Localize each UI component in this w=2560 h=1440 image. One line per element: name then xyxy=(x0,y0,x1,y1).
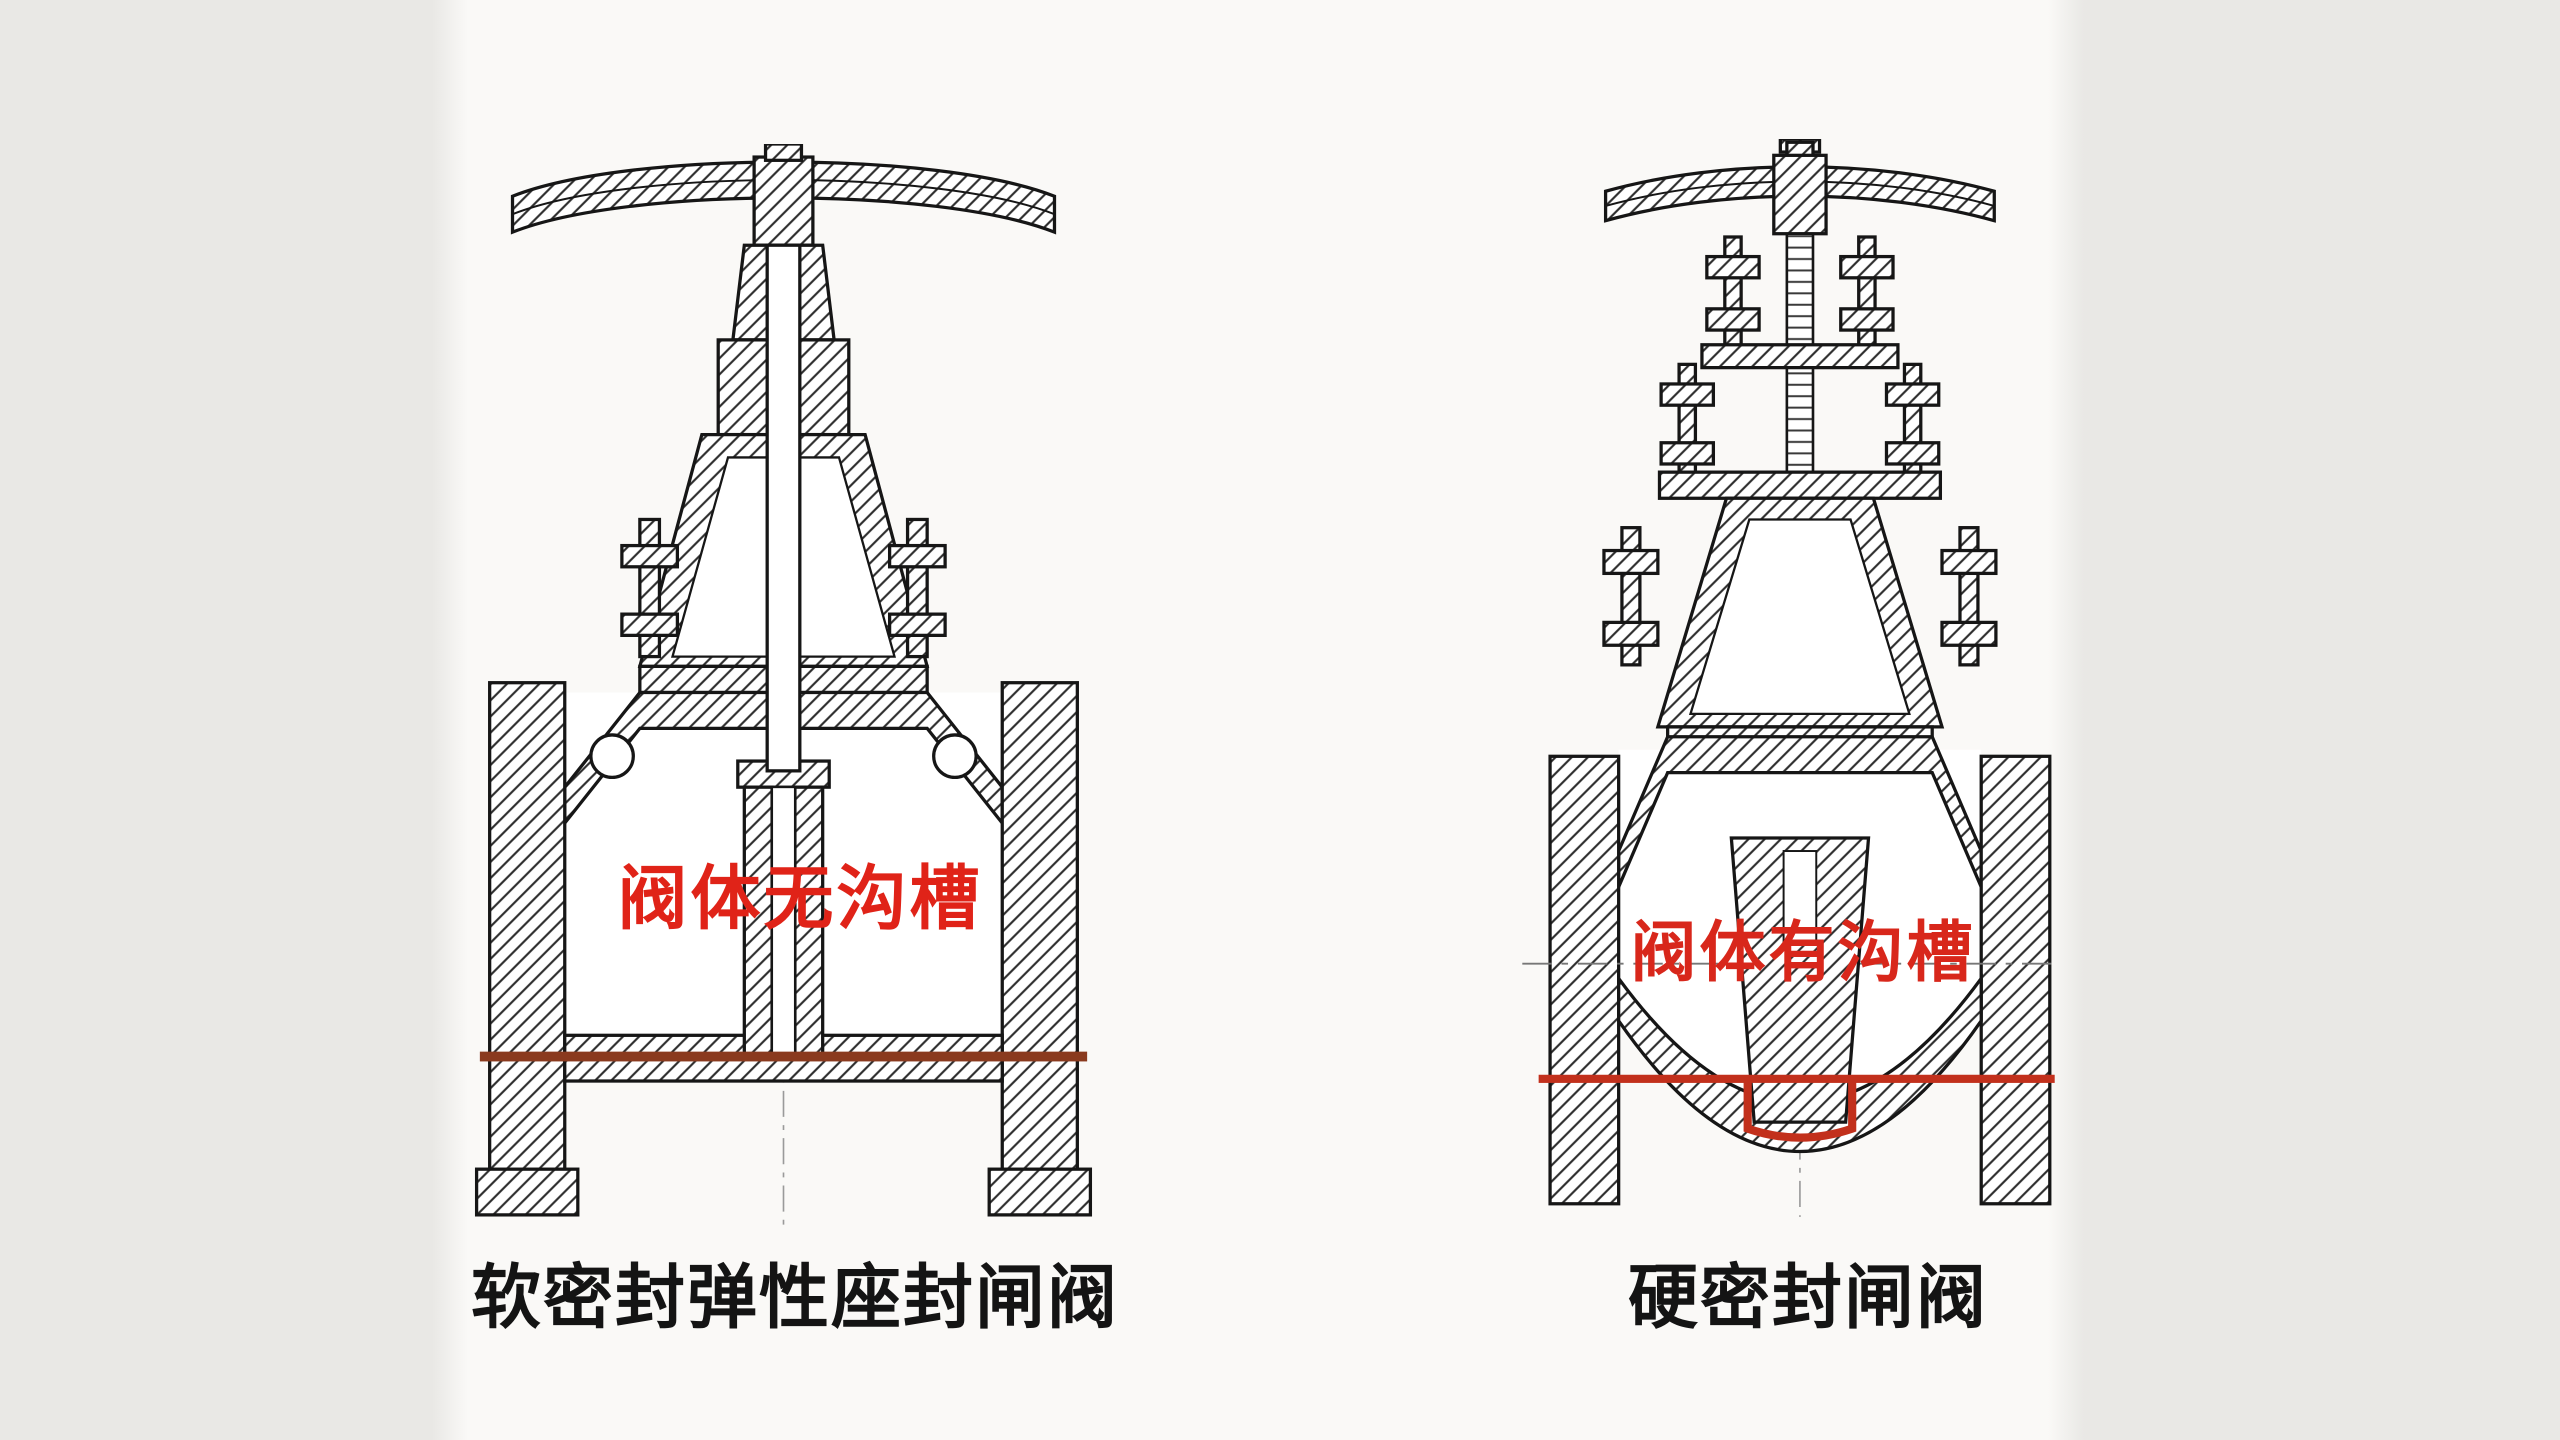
bonnet-bolt-left xyxy=(620,517,680,659)
stem-nut xyxy=(763,144,804,162)
flange-foot-left xyxy=(474,1167,580,1217)
bolt-hole-left xyxy=(589,733,635,780)
right-valve-annotation: 阀体有沟槽 xyxy=(1630,915,1976,989)
seat-line xyxy=(479,1051,1088,1062)
left-valve-annotation: 阀体无沟槽 xyxy=(617,859,983,938)
pipe-flange-right xyxy=(1000,681,1079,1217)
handwheel xyxy=(1603,139,1996,236)
handwheel xyxy=(510,144,1057,247)
right-valve-caption: 硬密封闸阀 xyxy=(1628,1258,1988,1337)
hard-seal-gate-valve-drawing xyxy=(1522,139,2055,1217)
bonnet-bolt-right xyxy=(1940,526,1998,667)
bonnet xyxy=(637,432,930,669)
gate-wedge xyxy=(736,759,831,1060)
bolt-hole-right xyxy=(932,733,978,780)
seat-line xyxy=(1538,1074,2055,1083)
gland-bolts xyxy=(1657,362,1943,500)
bonnet-bolt-left xyxy=(1602,526,1660,667)
valve-stem xyxy=(765,243,802,773)
soft-seal-gate-valve-drawing xyxy=(474,144,1093,1230)
pipe-flange-right xyxy=(1979,754,2052,1206)
bonnet xyxy=(1655,496,1945,729)
left-valve-caption: 软密封弹性座封闸阀 xyxy=(471,1258,1119,1337)
bonnet-bolt-right xyxy=(887,517,947,659)
handwheel-hub xyxy=(1772,153,1828,236)
pipe-flange-left xyxy=(488,681,567,1217)
yoke-plate xyxy=(1700,343,1900,370)
body-groove-outline xyxy=(1743,1078,1857,1142)
gate-wedge xyxy=(1729,836,1871,1124)
gland-plate xyxy=(1657,470,1943,500)
handwheel-hub xyxy=(752,155,815,247)
body-bottom xyxy=(1617,973,1983,1154)
flange-foot-right xyxy=(987,1167,1093,1217)
pipe-flange-left xyxy=(1548,754,1621,1206)
yoke-bolts-upper xyxy=(1700,235,1900,370)
stem-socket xyxy=(1782,850,1818,944)
